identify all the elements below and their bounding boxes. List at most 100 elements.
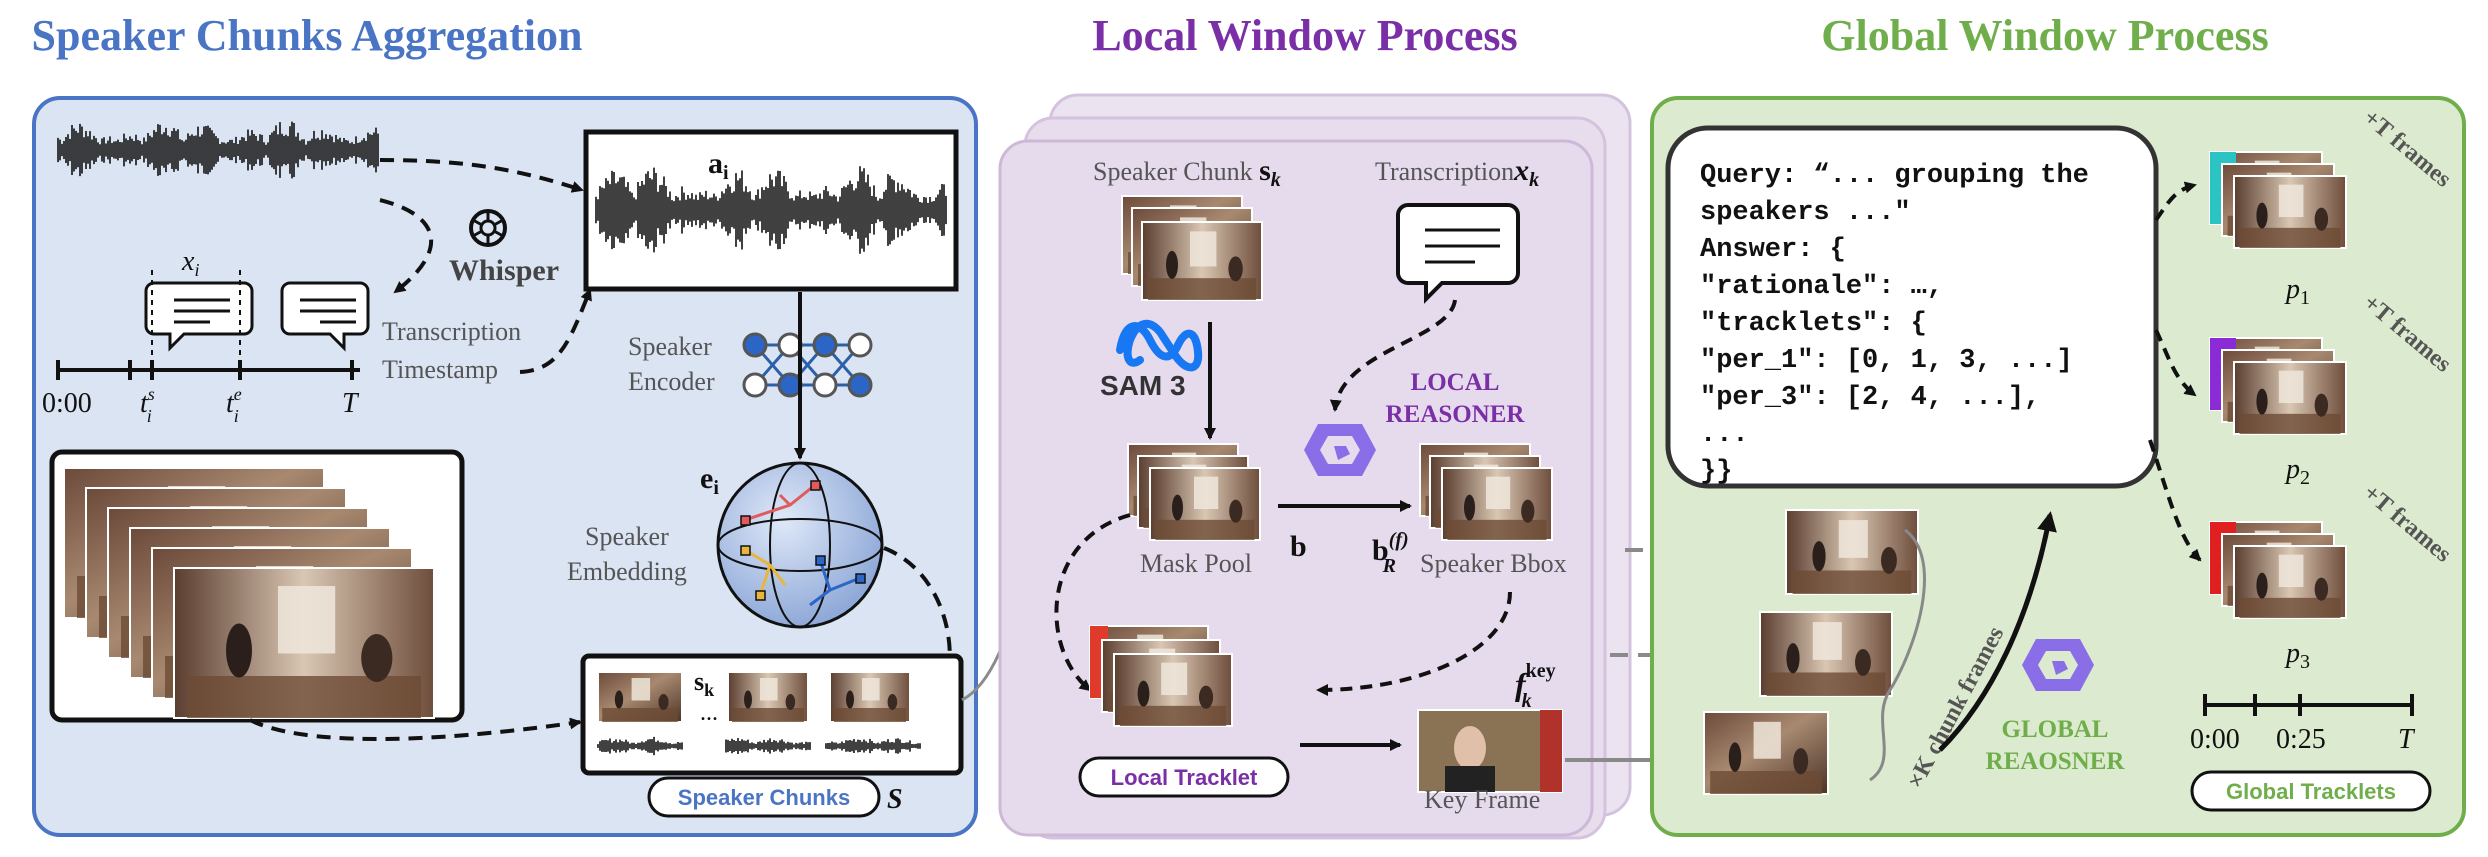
whisper-icon bbox=[469, 209, 507, 247]
frame-window bbox=[1486, 476, 1511, 510]
frame-floor bbox=[732, 708, 804, 722]
mask-pool-thumbnails bbox=[1127, 443, 1261, 541]
b-label: b bbox=[1290, 530, 1307, 563]
encoder-node bbox=[777, 372, 803, 398]
query-line: }} bbox=[1700, 457, 1732, 487]
chunk-thumbnail bbox=[597, 671, 683, 723]
speaker-chunks-symbol: S bbox=[887, 784, 903, 815]
frame-window bbox=[1161, 662, 1188, 696]
frame-window bbox=[1190, 231, 1217, 267]
chunk-mini-waveform bbox=[825, 738, 921, 754]
frame-person bbox=[1464, 494, 1475, 521]
frame-person bbox=[361, 634, 393, 682]
bbox-symbol: b(f)R bbox=[1372, 529, 1409, 577]
global-frame bbox=[1785, 509, 1919, 595]
encoder-node bbox=[812, 332, 838, 358]
speaker-bbox-label: Speaker Bbox bbox=[1420, 549, 1567, 578]
frame-floor bbox=[2239, 413, 2341, 434]
key-frame-image bbox=[1417, 709, 1563, 793]
global-timeline bbox=[2203, 694, 2414, 716]
local-reasoner-icon bbox=[1304, 424, 1376, 476]
local-tracklet-pill-label: Local Tracklet bbox=[1111, 765, 1258, 790]
frame-person bbox=[846, 690, 854, 709]
arrow-bbox-to-tracklet bbox=[1316, 591, 1512, 696]
frame-person bbox=[1166, 250, 1178, 279]
global-timeline-end: T bbox=[2398, 724, 2416, 755]
whisper-label: Whisper bbox=[449, 254, 559, 287]
encoder-node bbox=[812, 372, 838, 398]
speaker-bbox-thumbnails bbox=[1419, 443, 1553, 541]
frame-floor bbox=[1148, 278, 1256, 300]
frame-person bbox=[785, 694, 796, 710]
frame-person bbox=[614, 690, 624, 709]
timestamp-label: Timestamp bbox=[382, 355, 498, 384]
key-frame-curtain bbox=[1540, 710, 1562, 792]
speaker-chunks-pill-label: Speaker Chunks bbox=[678, 785, 850, 810]
chunk-frames-brace bbox=[1869, 528, 1926, 782]
frame-person bbox=[1172, 494, 1183, 521]
global-frame bbox=[1759, 611, 1893, 697]
arrow-transcription-to-reasoner bbox=[1329, 299, 1457, 412]
frame-window bbox=[2278, 554, 2304, 588]
query-line: "per_3": [2, 4, ...], bbox=[1700, 383, 2040, 413]
frame-window bbox=[1812, 622, 1842, 660]
encoder-node bbox=[742, 332, 768, 358]
global-chunk-frames bbox=[1703, 509, 1919, 795]
frame-person bbox=[1228, 256, 1243, 282]
bbox-frame bbox=[1441, 467, 1553, 541]
transcription-bubble-1 bbox=[144, 281, 254, 352]
arrow-frames-to-chunks bbox=[249, 717, 582, 741]
p2-frame bbox=[2233, 361, 2347, 435]
key-frame-body bbox=[1445, 766, 1495, 792]
global-frame bbox=[1703, 711, 1829, 795]
transcription-bubble-2 bbox=[280, 281, 370, 352]
frame-floor bbox=[1155, 519, 1255, 540]
speaker-encoder-label-1: Speaker bbox=[628, 332, 712, 361]
embedding-label: ei bbox=[700, 462, 719, 499]
chunk-thumbnail bbox=[727, 671, 809, 723]
meta-icon bbox=[1116, 319, 1203, 372]
frame-floor bbox=[1447, 519, 1547, 540]
video-frame-stack bbox=[63, 467, 435, 719]
frame-person bbox=[658, 694, 669, 710]
global-reasoner-label-1: GLOBAL bbox=[2002, 716, 2109, 743]
frame-person bbox=[226, 623, 252, 678]
frame-window bbox=[1753, 721, 1781, 759]
frame-person bbox=[1229, 499, 1243, 523]
p3-frame bbox=[2233, 545, 2347, 619]
frame-person bbox=[2314, 393, 2329, 417]
p3-label: p3 bbox=[2284, 638, 2310, 673]
frame-floor bbox=[834, 708, 906, 722]
title-local-window-process: Local Window Process bbox=[1092, 11, 1517, 60]
key-frame-thumbnail bbox=[1417, 709, 1563, 793]
frame-floor bbox=[2239, 227, 2341, 248]
output-p3-frames bbox=[2209, 521, 2347, 619]
frame-person bbox=[1855, 648, 1871, 676]
speaker-encoder-icon bbox=[742, 332, 873, 398]
timeline-start: 0:00 bbox=[42, 388, 92, 419]
frame-person bbox=[2256, 202, 2268, 229]
title-global-window-process: Global Window Process bbox=[1821, 11, 2268, 60]
encoder-node bbox=[847, 332, 873, 358]
frame-person bbox=[1881, 546, 1897, 574]
speaker-embedding-sphere bbox=[716, 461, 884, 629]
speaker-chunk-label: Speaker Chunk sk bbox=[1093, 154, 1281, 191]
frame-floor bbox=[602, 708, 678, 722]
speaker-chunks-pill bbox=[647, 776, 881, 818]
frame-person bbox=[2314, 577, 2329, 601]
frame-person bbox=[1137, 680, 1150, 707]
frame-window bbox=[2278, 184, 2304, 218]
frame-window bbox=[2278, 370, 2304, 404]
frame-person bbox=[2314, 207, 2329, 231]
frame-person bbox=[2256, 388, 2268, 415]
frame-floor bbox=[187, 676, 421, 718]
query-line: Query: “... grouping the bbox=[1700, 161, 2089, 191]
arrow-query-to-p1 bbox=[2154, 181, 2197, 222]
local-tracklet-pill bbox=[1078, 756, 1290, 798]
frame-person bbox=[1812, 541, 1826, 572]
frame-floor bbox=[1792, 570, 1912, 594]
xi-label: xi bbox=[181, 246, 199, 280]
